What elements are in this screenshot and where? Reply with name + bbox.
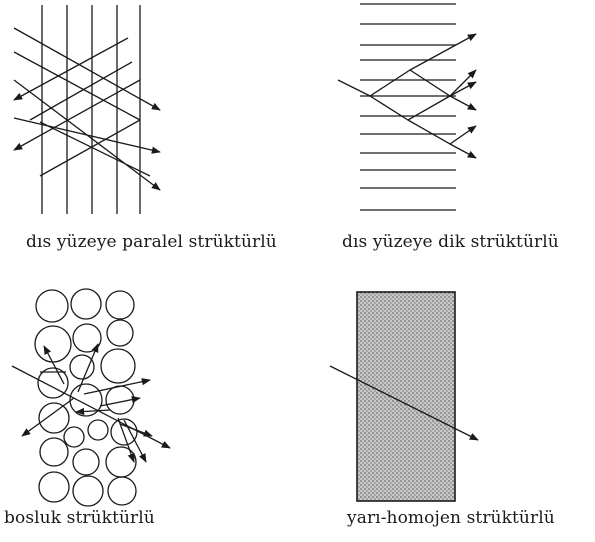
sphere bbox=[69, 383, 103, 417]
ray-arrow bbox=[449, 143, 477, 159]
ray-line bbox=[29, 61, 133, 121]
light-rays bbox=[13, 27, 161, 191]
ray-line bbox=[13, 51, 141, 121]
panel-parallel bbox=[13, 5, 161, 214]
sphere bbox=[110, 418, 138, 446]
vertical-fibers bbox=[41, 5, 141, 214]
ray-arrow bbox=[11, 365, 171, 449]
sphere bbox=[34, 325, 72, 363]
sphere bbox=[38, 402, 70, 434]
sphere bbox=[100, 348, 136, 384]
ray-arrow bbox=[75, 407, 111, 416]
panel-semi-homogeneous bbox=[329, 291, 479, 502]
ray-arrow bbox=[83, 378, 151, 395]
homogeneous-block bbox=[356, 291, 456, 502]
ray-arrow bbox=[13, 27, 161, 111]
ray-arrow bbox=[407, 119, 477, 145]
ray-arrow bbox=[99, 396, 141, 407]
ray-line bbox=[39, 119, 141, 177]
caption-porous: bosluk strüktürlü bbox=[4, 508, 155, 528]
light-rays bbox=[337, 33, 477, 159]
ray-arrow bbox=[21, 397, 75, 437]
sphere bbox=[70, 288, 102, 320]
ray-arrow bbox=[13, 37, 129, 101]
sphere bbox=[69, 354, 95, 380]
caption-parallel: dıs yüzeye paralel strüktürlü bbox=[26, 232, 277, 252]
sphere bbox=[72, 448, 100, 476]
caption-semi-homogeneous: yarı-homojen strüktürlü bbox=[347, 508, 555, 528]
sphere bbox=[37, 367, 69, 399]
sphere bbox=[38, 471, 70, 503]
sphere bbox=[35, 289, 69, 323]
ray-arrow bbox=[13, 79, 141, 151]
panel-porous bbox=[11, 288, 171, 507]
ray-arrow bbox=[119, 423, 153, 437]
sphere bbox=[72, 323, 102, 353]
ray-line bbox=[39, 121, 151, 177]
sphere bbox=[87, 419, 109, 441]
sphere bbox=[107, 476, 137, 506]
sphere bbox=[105, 290, 135, 320]
ray-arrow bbox=[409, 33, 477, 71]
ray-arrow bbox=[337, 69, 477, 97]
sphere bbox=[63, 426, 85, 448]
sphere bbox=[39, 437, 69, 467]
panel-perpendicular bbox=[337, 3, 477, 211]
sphere bbox=[105, 446, 137, 478]
sphere bbox=[72, 475, 104, 507]
ray-arrow bbox=[449, 95, 477, 111]
caption-perpendicular: dıs yüzeye dik strüktürlü bbox=[342, 232, 559, 252]
ray-arrow bbox=[77, 343, 99, 393]
pore-spheres bbox=[34, 288, 138, 507]
ray-arrow bbox=[329, 365, 479, 441]
scattered-rays bbox=[11, 343, 171, 463]
horizontal-layers bbox=[360, 3, 456, 211]
ray-arrow bbox=[13, 117, 161, 154]
ray-arrow bbox=[43, 345, 65, 385]
sphere bbox=[106, 319, 134, 347]
ray-arrow bbox=[369, 81, 477, 121]
ray-arrow bbox=[117, 417, 135, 463]
